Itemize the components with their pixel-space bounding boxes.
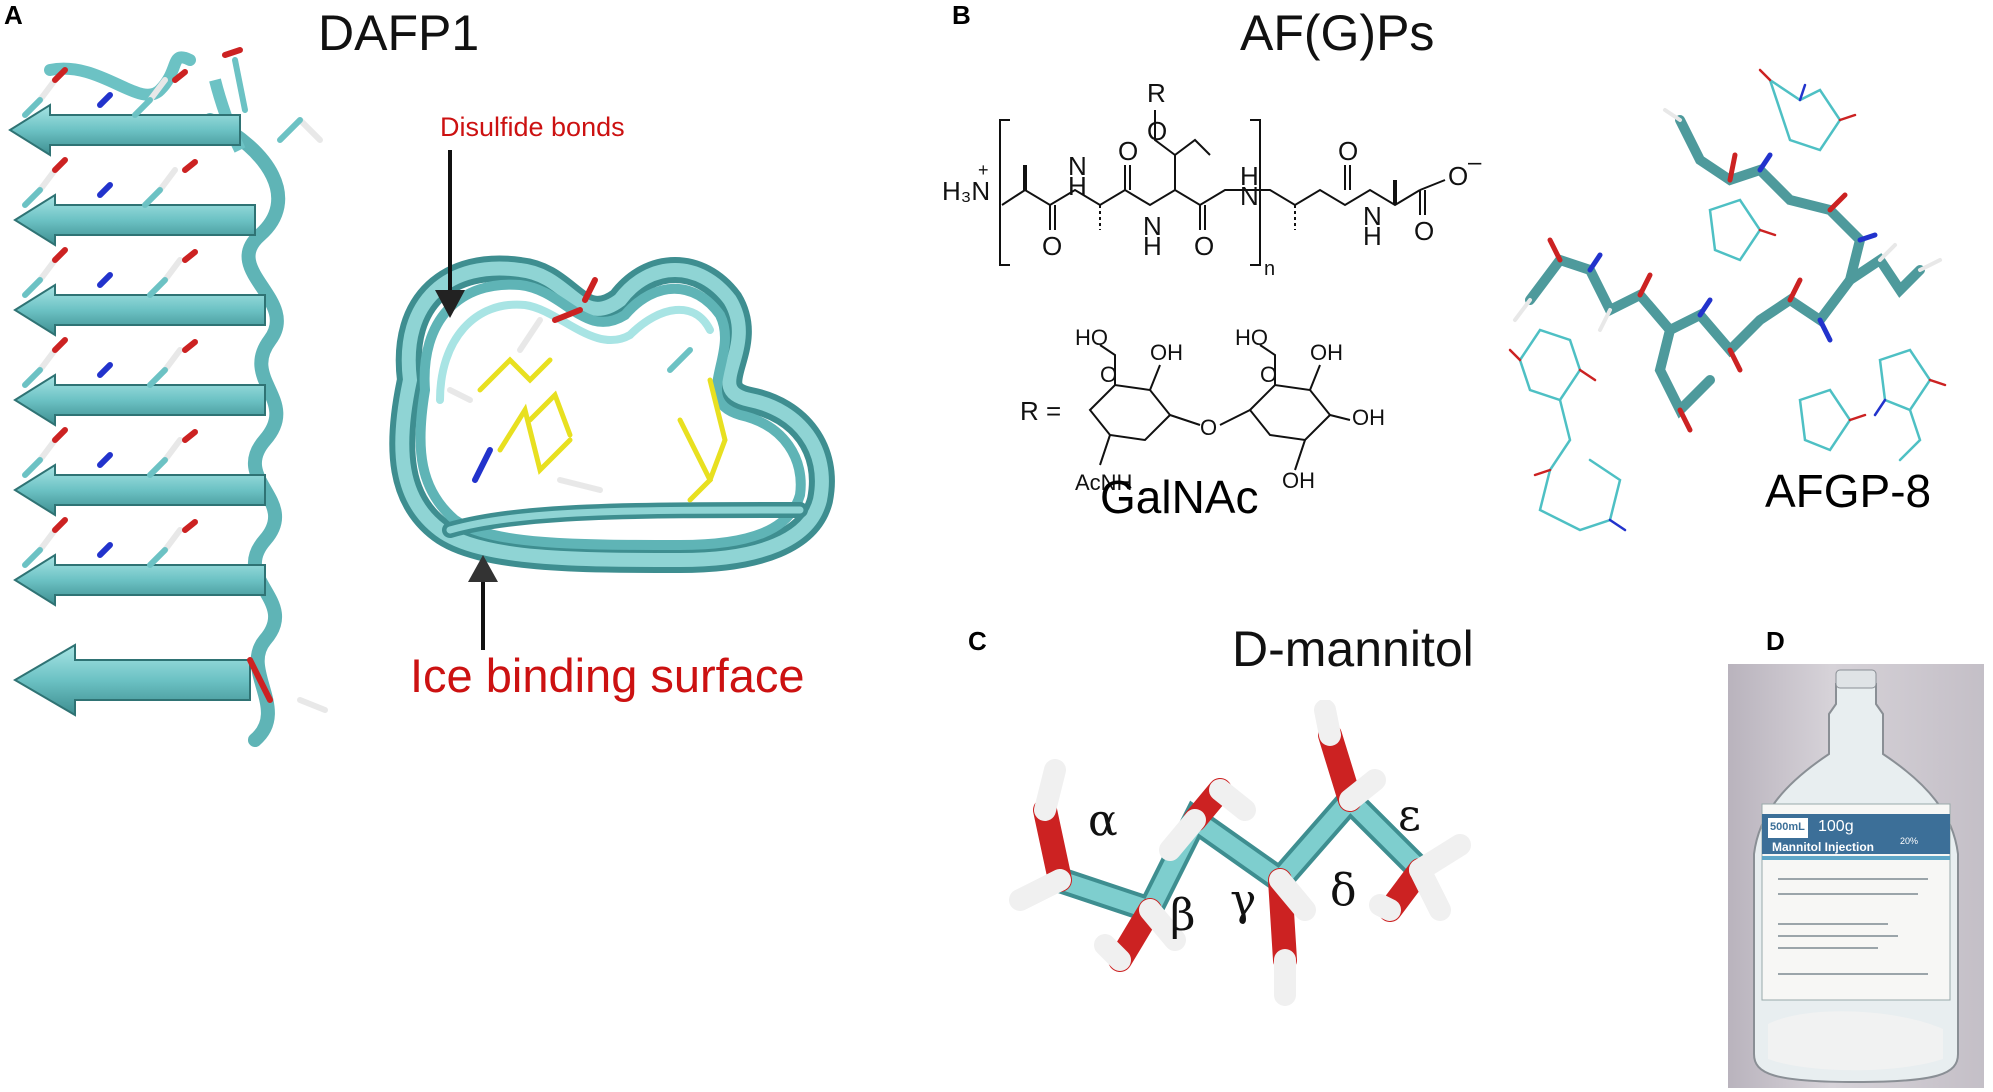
minus-sign: –: [1468, 149, 1482, 176]
oh-1: OH: [1150, 340, 1183, 365]
label-beta: β: [1170, 890, 1195, 941]
n-3: N: [1240, 181, 1259, 211]
o-5: O: [1414, 216, 1434, 246]
beta-strand-5: [13, 463, 266, 517]
ho-1: HO: [1075, 325, 1108, 350]
panel-c-title: D-mannitol: [1232, 621, 1474, 677]
interior-side-chains: [447, 277, 693, 493]
o-7: O: [1147, 116, 1167, 146]
label-delta: δ: [1330, 865, 1357, 916]
top-side-chains: [222, 47, 328, 713]
bottle-mass: 100g: [1818, 818, 1854, 835]
afgp8-model: [1508, 68, 1947, 532]
panel-a-title: DAFP1: [318, 5, 480, 61]
bottle-name: Mannitol Injection: [1772, 840, 1874, 854]
galnac-formula: R = O O O HO OH HO OH OH OH AcNH: [1020, 325, 1385, 495]
dafp1-side-view: [8, 47, 328, 747]
ribbon-ensemble: [389, 255, 835, 574]
oh-4: OH: [1282, 468, 1315, 493]
label-epsilon: ε: [1398, 790, 1421, 841]
ice-binding-annotation: Ice binding surface: [410, 649, 805, 702]
glyco-o: O: [1200, 415, 1217, 440]
panel-b-title: AF(G)Ps: [1240, 5, 1435, 61]
h3n-label: H₃N: [942, 176, 990, 206]
r-label: R: [1147, 80, 1166, 108]
bottle-conc: 20%: [1900, 836, 1919, 846]
o-4: O: [1338, 136, 1358, 166]
n-2: N: [1143, 211, 1162, 241]
mannitol-model: α β γ δ ε: [1009, 700, 1471, 1006]
side-chain-sticks: [22, 67, 198, 568]
beta-strand-7: [13, 643, 251, 717]
panel-d-label: D: [1766, 626, 1785, 656]
afgp-structure-formula: H₃N + H N N H H N N H O O O O O O – O R …: [942, 80, 1482, 280]
h-3: H: [1240, 161, 1259, 191]
panel-c-label: C: [968, 626, 987, 656]
dafp1-top-view: [389, 150, 835, 650]
coil-backbone: [203, 113, 286, 747]
beta-strand-3: [13, 283, 266, 337]
label-gamma: γ: [1230, 875, 1256, 926]
o-1: O: [1042, 231, 1062, 261]
nh-1: H: [1068, 171, 1087, 201]
n-subscript: n: [1264, 258, 1275, 280]
panel-a-label: A: [4, 0, 23, 30]
beta-strand-2: [13, 193, 256, 247]
mannitol-bottle-photo: 500mL 100g 20% Mannitol Injection: [1728, 664, 1984, 1088]
n-4: N: [1363, 201, 1382, 231]
ice-binding-arrowhead: [468, 555, 498, 582]
r-eq: R =: [1020, 396, 1061, 426]
ring-o-2: O: [1260, 362, 1277, 387]
acnh-label: AcNH: [1075, 470, 1132, 495]
o-6: O: [1448, 161, 1468, 191]
o-2: O: [1118, 136, 1138, 166]
oh-3: OH: [1352, 405, 1385, 430]
beta-strand-6: [13, 553, 266, 607]
disulfide-annotation: Disulfide bonds: [440, 112, 625, 142]
o-3: O: [1194, 231, 1214, 261]
h-2: H: [1143, 231, 1162, 261]
afgp8-label: AFGP-8: [1765, 465, 1932, 517]
label-alpha: α: [1088, 795, 1118, 846]
ring-o-1: O: [1100, 362, 1117, 387]
beta-strand-4: [13, 373, 266, 427]
disulfide-arrowhead: [435, 290, 465, 318]
plus-sign: +: [978, 160, 989, 180]
disulfide-bonds: [477, 356, 728, 503]
galnac-label: GalNAc: [1100, 471, 1259, 523]
panel-b-label: B: [952, 0, 971, 30]
beta-strand-1: [8, 103, 241, 157]
bottle-shape: [1753, 669, 1959, 1084]
oh-2: OH: [1310, 340, 1343, 365]
bottle-size: 500mL: [1770, 821, 1805, 833]
h-4: H: [1363, 221, 1382, 251]
n-1: N: [1068, 151, 1087, 181]
ho-2: HO: [1235, 325, 1268, 350]
